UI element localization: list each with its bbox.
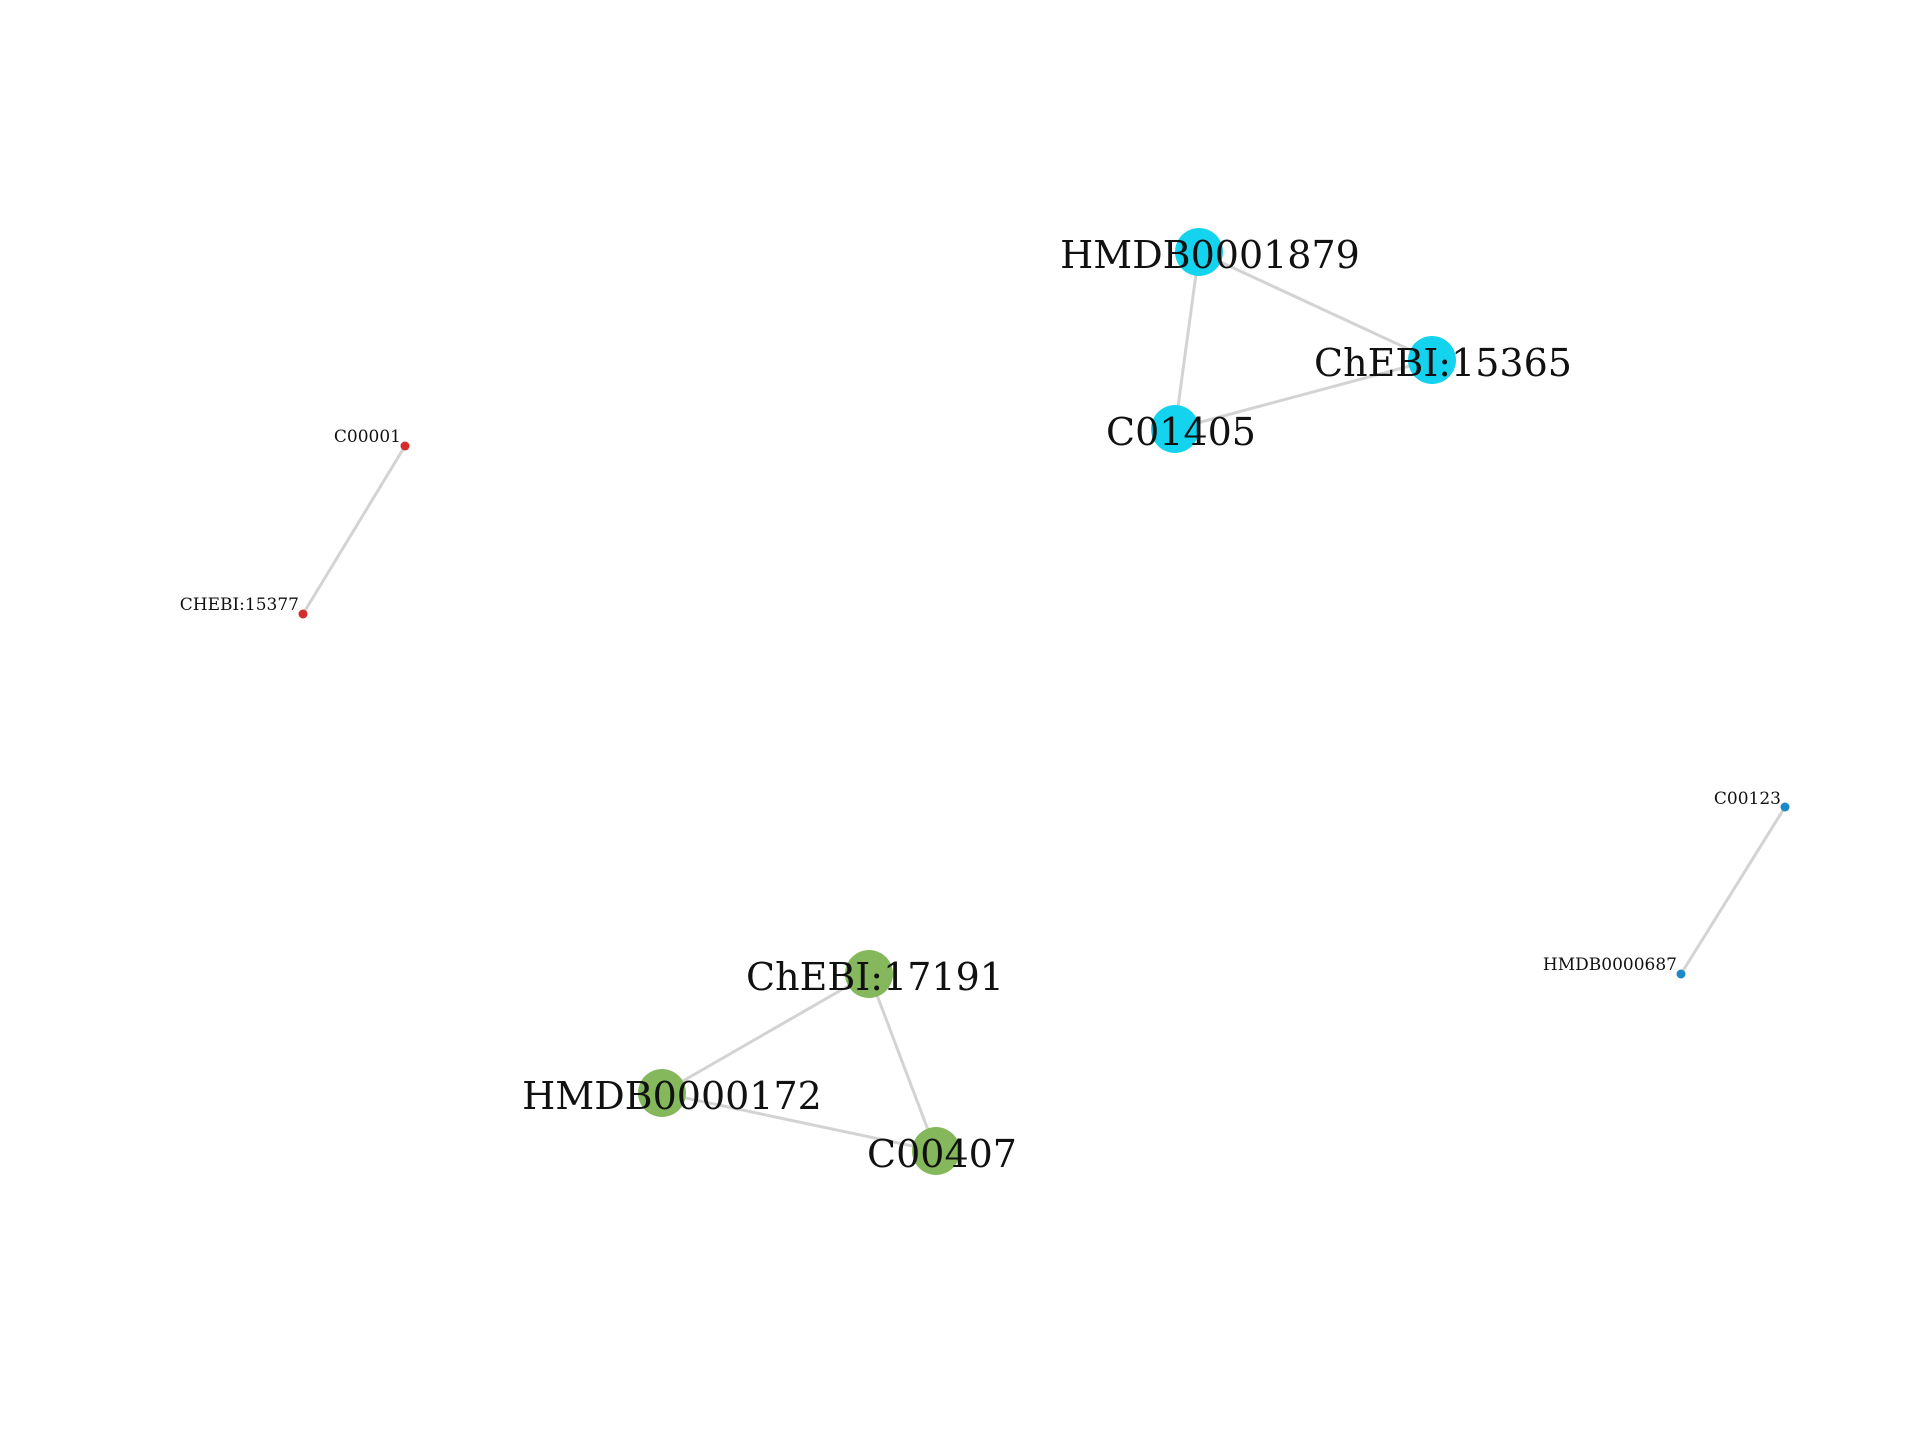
- node-label-c00407: C00407: [867, 1132, 1017, 1176]
- edge-chebi-17191-hmdb0000172: [661, 972, 870, 1095]
- node-label-hmdb0000172: HMDB0000172: [522, 1074, 822, 1118]
- node-c00001[interactable]: [400, 441, 410, 451]
- node-label-chebi-17191: ChEBI:17191: [746, 955, 1004, 999]
- edge-c01405-chebi-15365: [1174, 358, 1433, 431]
- edge-hmdb0000172-c00407: [661, 1091, 937, 1153]
- node-c00123[interactable]: [1780, 802, 1790, 812]
- node-chebi-15365[interactable]: [1408, 336, 1456, 384]
- node-label-c00123: C00123: [1714, 789, 1781, 809]
- node-c00407[interactable]: [912, 1127, 960, 1175]
- node-label-c01405: C01405: [1106, 410, 1256, 454]
- node-hmdb0001879[interactable]: [1175, 228, 1223, 276]
- node-chebi-17191[interactable]: [845, 950, 893, 998]
- nodes-layer: [298, 228, 1790, 1175]
- edge-hmdb0001879-chebi-15365: [1198, 250, 1433, 362]
- edge-c00123-hmdb0000687: [1679, 806, 1787, 975]
- node-label-hmdb0000687: HMDB0000687: [1543, 955, 1677, 975]
- edge-chebi-17191-c00407: [867, 973, 938, 1152]
- edge-hmdb0001879-c01405: [1173, 251, 1201, 430]
- node-label-c00001: C00001: [334, 427, 401, 447]
- node-label-chebi-15377: CHEBI:15377: [180, 595, 299, 615]
- node-c01405[interactable]: [1151, 405, 1199, 453]
- node-chebi-15377[interactable]: [298, 609, 308, 619]
- node-label-hmdb0001879: HMDB0001879: [1060, 233, 1360, 277]
- node-hmdb0000172[interactable]: [638, 1069, 686, 1117]
- node-label-chebi-15365: ChEBI:15365: [1314, 341, 1572, 385]
- edges-layer: [301, 250, 1787, 1153]
- node-hmdb0000687[interactable]: [1676, 969, 1686, 979]
- edge-c00001-chebi-15377: [301, 445, 407, 615]
